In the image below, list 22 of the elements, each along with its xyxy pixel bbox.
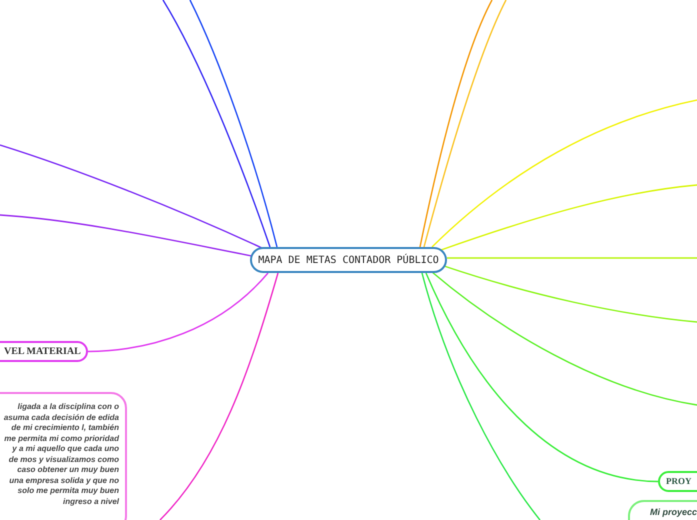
- topic-text: PROY: [666, 474, 692, 488]
- branch-line: [425, 272, 658, 482]
- note-text: Mi proyecc: [650, 506, 697, 519]
- branch-line: [432, 271, 697, 406]
- branch-line: [419, 0, 493, 248]
- branch-line: [421, 272, 541, 520]
- topic-box: [0, 341, 88, 362]
- central-topic: [250, 247, 447, 273]
- note-box: [0, 392, 127, 520]
- topic-text: MAPA DE METAS CONTADOR PÚBLICO: [258, 252, 439, 268]
- note-text: ligada a la disciplina con o asuma cada decisión de edida de mi crecimiento l, también me permita mi como prioridad y a mi aquello que cada uno de mos y visualizamos como caso obtener un muy buen una empresa solida y que no solo me permita muy buen ingreso a nivel: [2, 402, 119, 507]
- branch-line: [88, 272, 269, 352]
- branch-line: [423, 0, 507, 248]
- branch-line: [162, 0, 271, 248]
- branch-line: [0, 214, 252, 257]
- branch-line: [159, 272, 279, 520]
- branch-line: [0, 144, 262, 249]
- branch-line: [447, 257, 697, 259]
- branch-line: [189, 0, 278, 248]
- topic-text: VEL MATERIAL: [4, 345, 81, 359]
- branch-line: [440, 184, 697, 251]
- branch-line: [432, 99, 697, 248]
